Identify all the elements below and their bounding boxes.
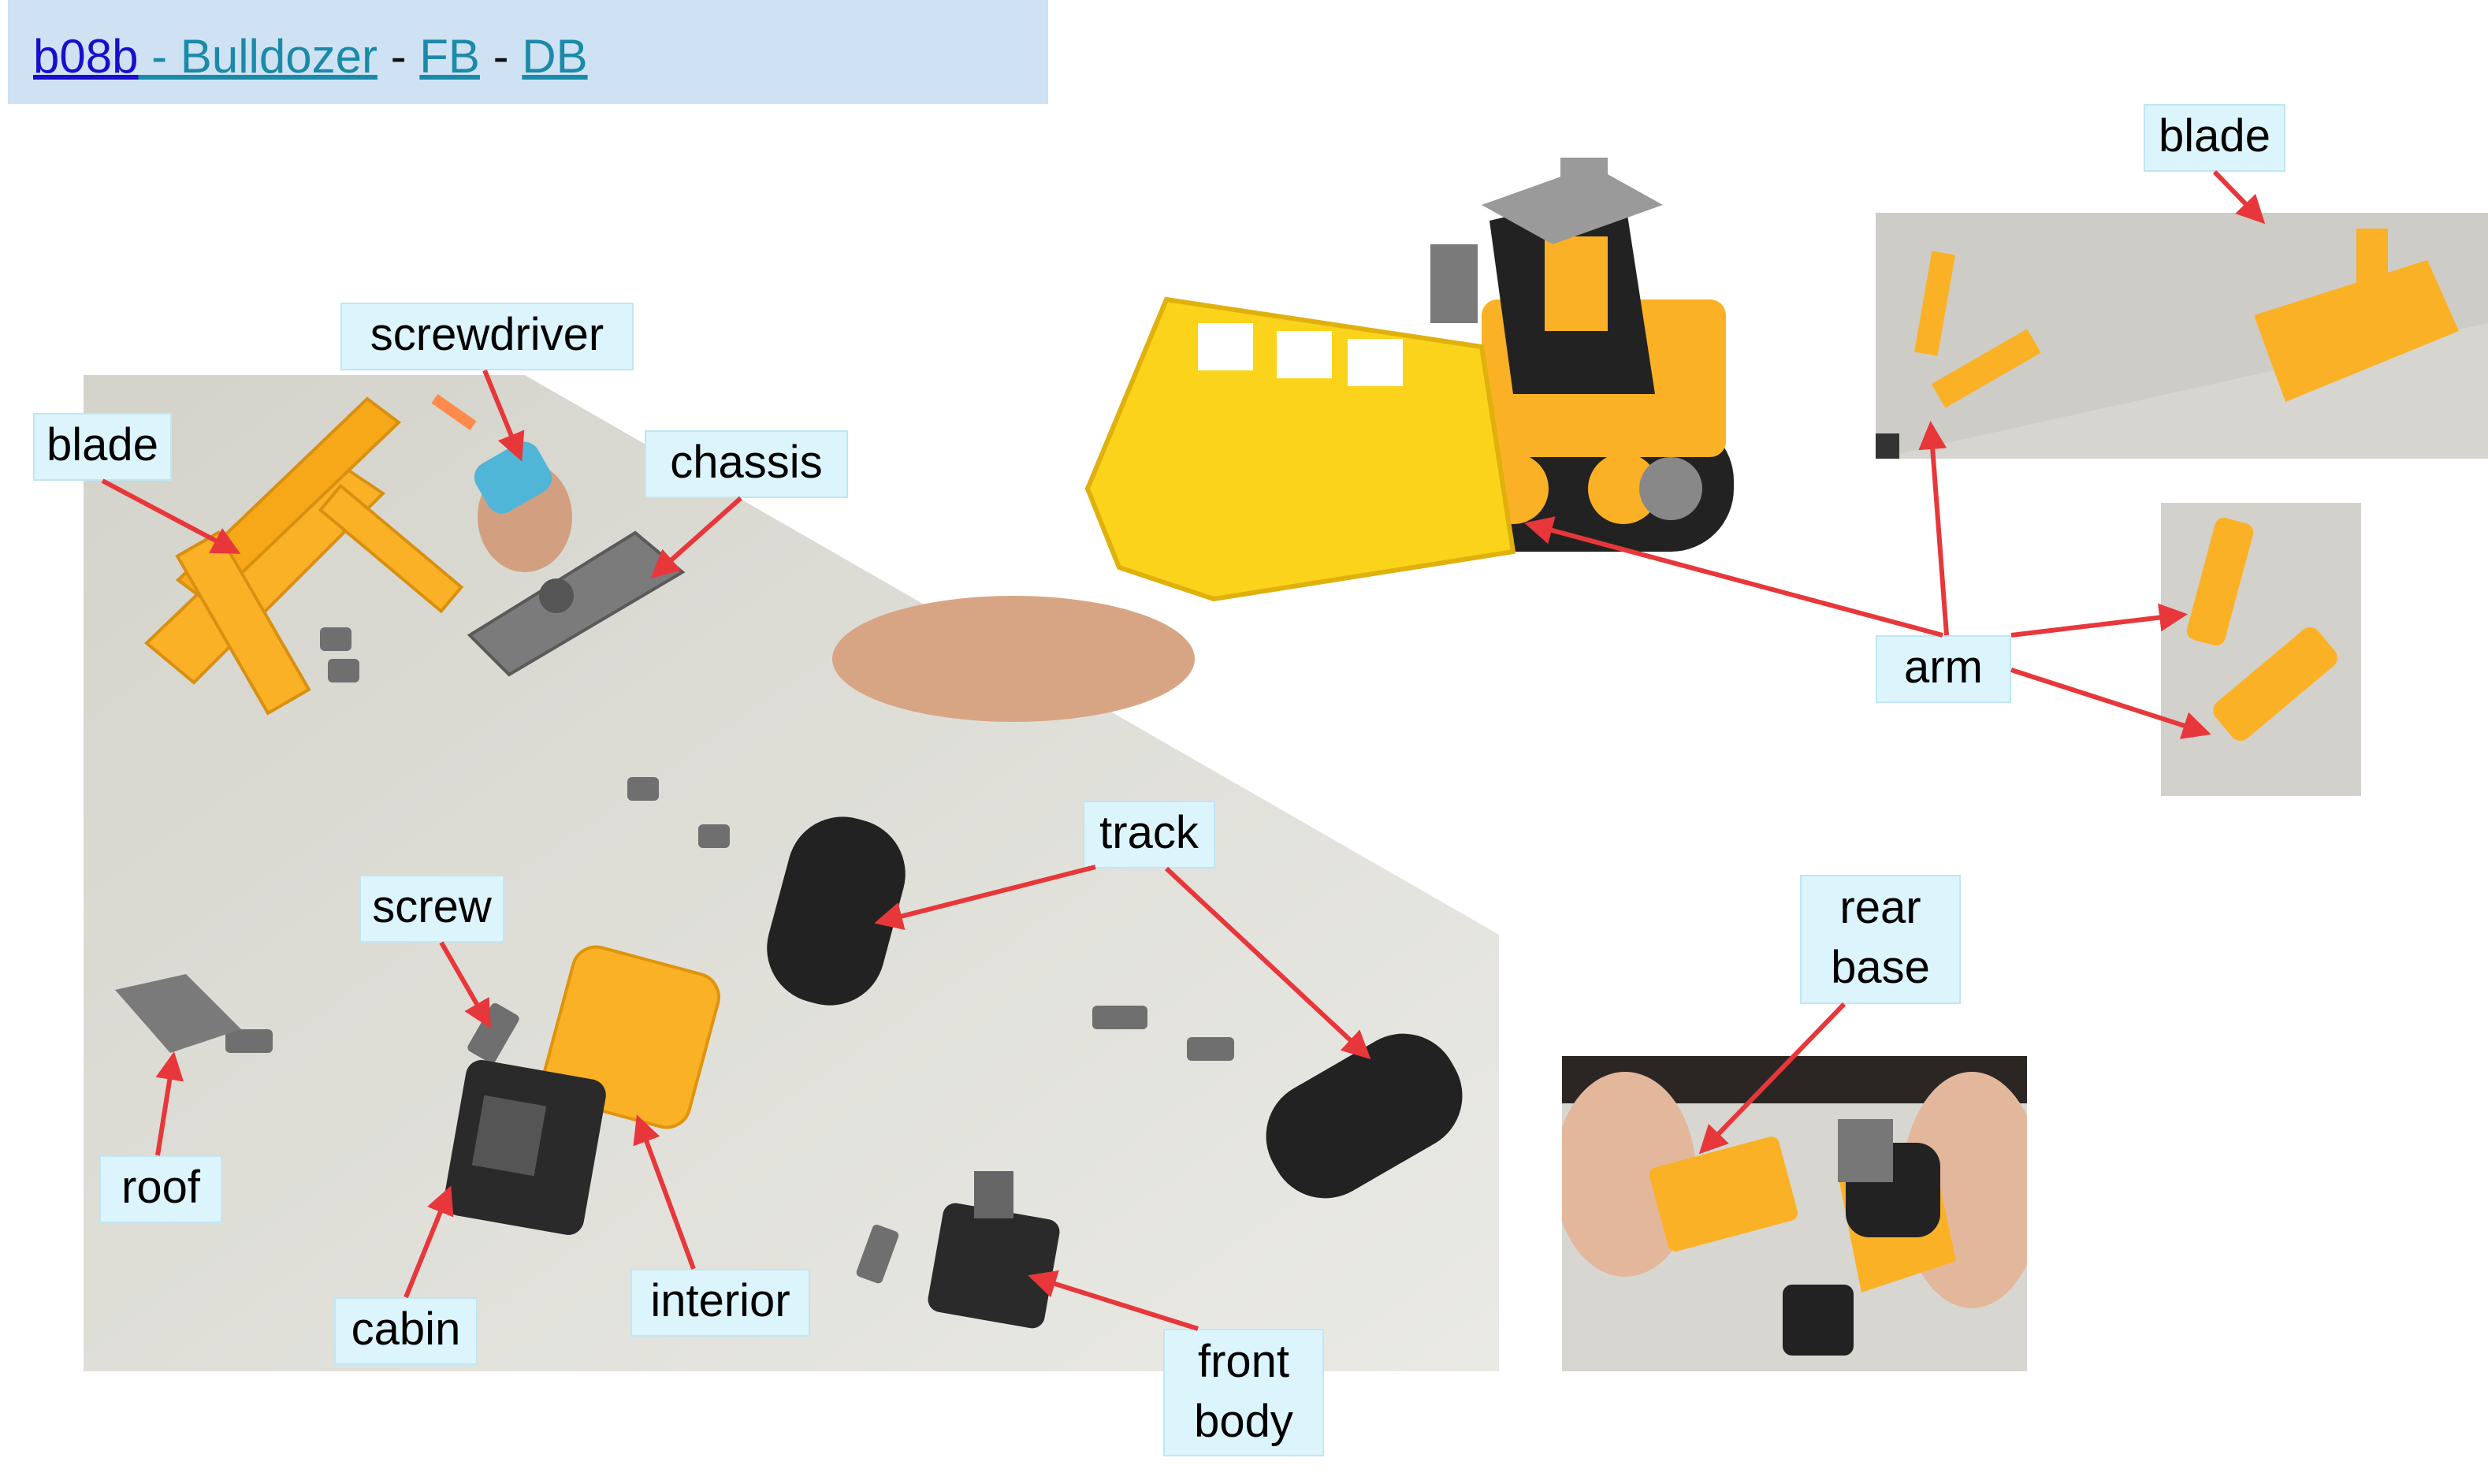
bulldozer-link[interactable]: - Bulldozer [138, 30, 377, 83]
label-screw: screw [359, 875, 504, 943]
id-link[interactable]: b08b [33, 30, 139, 83]
label-chassis: chassis [645, 430, 848, 498]
label-blade: blade [33, 413, 172, 481]
arrow-arm-3 [2010, 603, 2188, 638]
label-front-body: front body [1163, 1329, 1324, 1456]
label-interior: interior [630, 1269, 810, 1337]
rear-base-photo [1562, 1056, 2027, 1371]
hand-shape [832, 596, 1195, 722]
header-bar: b08b - Bulldozer - FB - DB [8, 0, 1048, 104]
db-link[interactable]: DB [522, 30, 588, 83]
parts-photo [84, 375, 1499, 1371]
label-screwdriver: screwdriver [340, 303, 634, 370]
label-roof: roof [99, 1155, 222, 1223]
label-track: track [1083, 801, 1215, 868]
label-rear-base: rear base [1800, 875, 1961, 1004]
separator: - [377, 30, 420, 83]
header-links: b08b - Bulldozer - FB - DB [33, 28, 588, 85]
label-arm: arm [1876, 635, 2011, 703]
label-cabin: cabin [334, 1297, 478, 1365]
separator: - [479, 30, 523, 83]
arms-photo [2161, 503, 2361, 796]
label-blade-top: blade [2144, 104, 2285, 172]
fb-link[interactable]: FB [419, 30, 480, 83]
bulldozer-assembled-image [1072, 158, 1757, 615]
blade-arm-photo [1876, 213, 2488, 459]
